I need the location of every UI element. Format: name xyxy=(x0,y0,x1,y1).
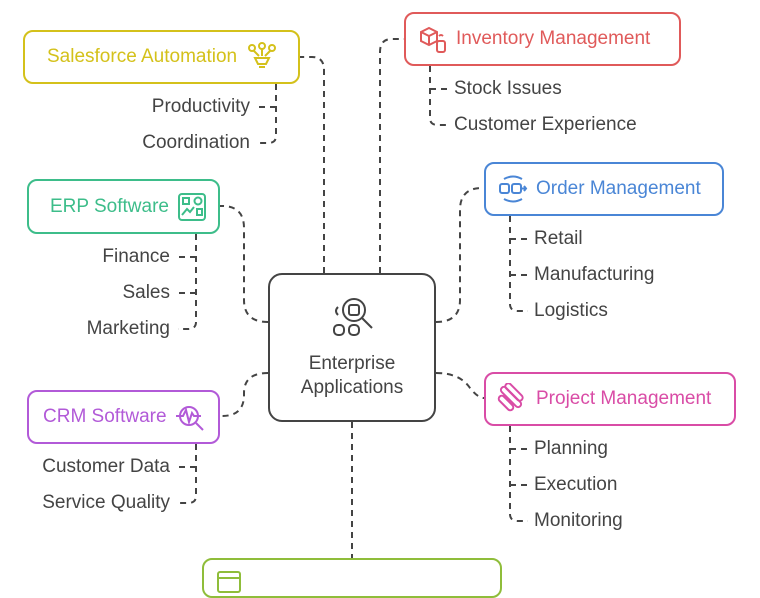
boxes-icon xyxy=(418,24,448,54)
dashboard-icon xyxy=(177,192,207,222)
leaf-productivity: Productivity xyxy=(151,96,250,117)
node-inventory-management[interactable]: Inventory Management xyxy=(404,12,681,66)
leaf-customer-data: Customer Data xyxy=(42,456,170,477)
stripes-icon xyxy=(496,383,528,415)
node-project-management[interactable]: Project Management xyxy=(484,372,736,426)
leaf-finance: Finance xyxy=(102,246,170,267)
calendar-icon xyxy=(216,568,242,594)
search-person-icon xyxy=(328,295,376,348)
leaf-coordination: Coordination xyxy=(142,132,250,153)
node-order-management[interactable]: Order Management xyxy=(484,162,724,216)
leaf-logistics: Logistics xyxy=(534,300,608,321)
workflow-icon xyxy=(247,42,277,72)
node-inventory-management-label: Inventory Management xyxy=(456,28,651,49)
leaf-execution: Execution xyxy=(534,474,618,495)
central-node-enterprise-applications[interactable]: Enterprise Applications xyxy=(268,273,436,422)
central-node-line-2: Applications xyxy=(300,377,404,398)
leaf-service-quality: Service Quality xyxy=(42,492,170,513)
node-erp-software[interactable]: ERP Software xyxy=(27,179,220,234)
node-order-management-label: Order Management xyxy=(536,178,701,199)
node-bottom-partial[interactable] xyxy=(202,558,502,598)
connector-lines xyxy=(178,38,528,558)
pulse-search-icon xyxy=(175,402,207,432)
order-flow-icon xyxy=(498,174,528,204)
node-salesforce-automation[interactable]: Salesforce Automation xyxy=(23,30,300,84)
node-crm-software[interactable]: CRM Software xyxy=(27,390,220,444)
leaf-manufacturing: Manufacturing xyxy=(534,264,655,285)
node-crm-software-label: CRM Software xyxy=(43,406,167,427)
leaf-customer-experience: Customer Experience xyxy=(454,114,637,135)
leaf-planning: Planning xyxy=(534,438,608,459)
leaf-monitoring: Monitoring xyxy=(534,510,623,531)
leaf-stock-issues: Stock Issues xyxy=(454,78,562,99)
central-node-line-1: Enterprise xyxy=(308,353,396,374)
leaf-sales: Sales xyxy=(122,282,170,303)
leaf-marketing: Marketing xyxy=(86,318,170,339)
node-project-management-label: Project Management xyxy=(536,388,712,409)
leaf-retail: Retail xyxy=(534,228,583,249)
node-salesforce-automation-label: Salesforce Automation xyxy=(47,46,238,67)
node-erp-software-label: ERP Software xyxy=(50,195,169,217)
